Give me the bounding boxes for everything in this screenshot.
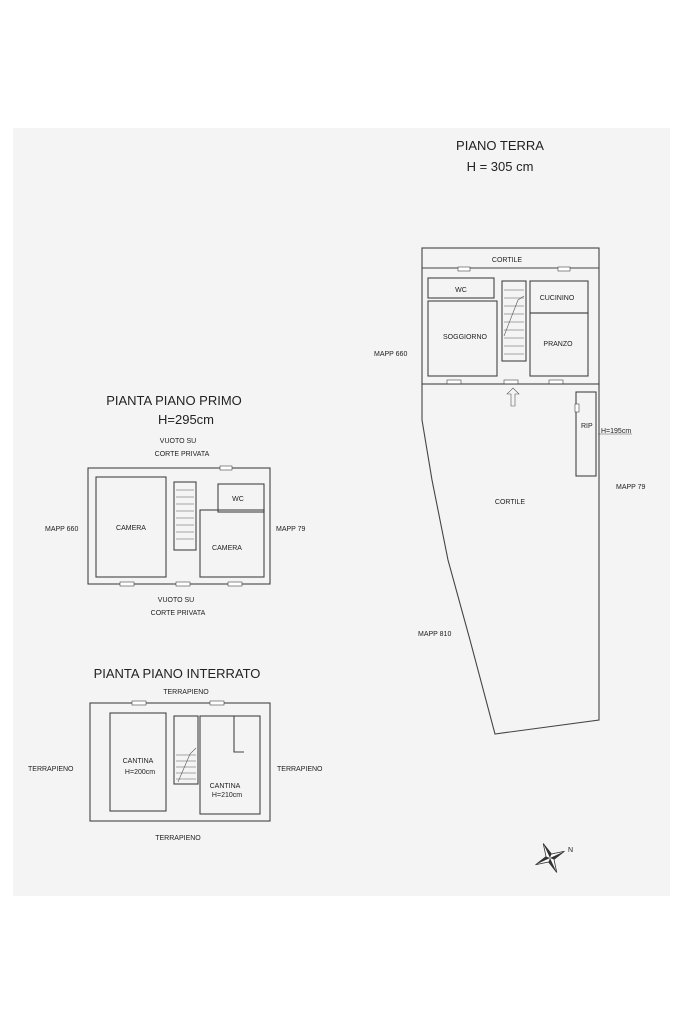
cantina-right-room <box>199 715 261 815</box>
rip-room <box>575 391 597 477</box>
label-camera-left: CAMERA <box>116 525 146 532</box>
label-terrapieno-left: TERRAPIENO <box>28 766 74 773</box>
boundary-mapp-660: MAPP 660 <box>374 351 407 358</box>
label-cortile-top: CORTILE <box>492 257 523 264</box>
window <box>219 465 233 471</box>
label-pranzo: PRANZO <box>543 341 573 348</box>
basement-partition <box>233 716 244 753</box>
label-wc-first-floor: WC <box>232 496 244 503</box>
basement-stair <box>173 715 199 785</box>
piano-primo-height: H=295cm <box>158 412 214 427</box>
piano-terra-plan: PIANO TERRA H = 305 cm CORTILE WC <box>374 138 646 735</box>
piano-terra-height: H = 305 cm <box>467 159 534 174</box>
boundary-mapp-79: MAPP 79 <box>616 484 646 491</box>
camera-right-room <box>199 509 265 578</box>
cantina-left-room <box>109 712 167 812</box>
ground-stair <box>501 280 527 362</box>
drawing-sheet <box>13 128 670 896</box>
label-soggiorno: SOGGIORNO <box>443 334 488 341</box>
piano-interrato-title: PIANTA PIANO INTERRATO <box>94 666 261 681</box>
label-cucinino: CUCININO <box>540 295 575 302</box>
note-vuoto-top-2: CORTE PRIVATA <box>155 451 210 458</box>
label-cortile: CORTILE <box>495 499 526 506</box>
piano-terra-title: PIANO TERRA <box>456 138 544 153</box>
note-vuoto-bottom-2: CORTE PRIVATA <box>151 610 206 617</box>
label-cantina-left: CANTINA <box>123 758 154 765</box>
label-rip: RIP <box>581 423 593 430</box>
note-vuoto-bottom-1: VUOTO SU <box>158 597 194 604</box>
cortile-outline <box>421 383 600 735</box>
basement-outline <box>89 702 271 822</box>
pranzo-room <box>529 312 589 377</box>
wc-room <box>427 277 495 299</box>
boundary-mapp-810: MAPP 810 <box>418 631 451 638</box>
window <box>557 266 571 272</box>
window <box>175 581 191 587</box>
label-camera-right: CAMERA <box>212 545 242 552</box>
note-vuoto-top-1: VUOTO SU <box>160 438 196 445</box>
boundary-mapp-79-first: MAPP 79 <box>276 526 306 533</box>
window <box>209 700 225 706</box>
camera-left-room <box>95 476 167 578</box>
wc-first-floor <box>217 483 265 513</box>
basement-stair-steps <box>176 747 197 783</box>
compass-north-label: N <box>568 847 573 854</box>
label-wc: WC <box>455 287 467 294</box>
entrance-arrow-icon <box>506 387 520 407</box>
soggiorno-room <box>427 300 498 377</box>
ground-stair-steps <box>503 289 525 355</box>
first-floor-stair-steps <box>176 489 194 540</box>
label-rip-height: H=195cm <box>601 428 631 435</box>
window <box>574 403 580 413</box>
label-cantina-right: CANTINA <box>210 783 241 790</box>
boundary-mapp-660-first: MAPP 660 <box>45 526 78 533</box>
piano-primo-title: PIANTA PIANO PRIMO <box>106 393 242 408</box>
piano-primo-plan: PIANTA PIANO PRIMO H=295cm VUOTO SU CORT… <box>45 393 306 617</box>
first-floor-stair <box>173 481 197 551</box>
label-cantina-right-height: H=210cm <box>212 792 242 799</box>
window <box>548 379 564 385</box>
label-terrapieno-top: TERRAPIENO <box>163 689 209 696</box>
window <box>131 700 147 706</box>
window <box>119 581 135 587</box>
compass-icon <box>535 843 565 873</box>
window <box>227 581 243 587</box>
label-terrapieno-right: TERRAPIENO <box>277 766 323 773</box>
piano-interrato-plan: PIANTA PIANO INTERRATO TERRAPIENO CANTIN… <box>28 666 323 842</box>
window <box>446 379 462 385</box>
label-terrapieno-bottom: TERRAPIENO <box>155 835 201 842</box>
entrance-door <box>503 379 519 385</box>
window <box>457 266 471 272</box>
label-cantina-left-height: H=200cm <box>125 769 155 776</box>
